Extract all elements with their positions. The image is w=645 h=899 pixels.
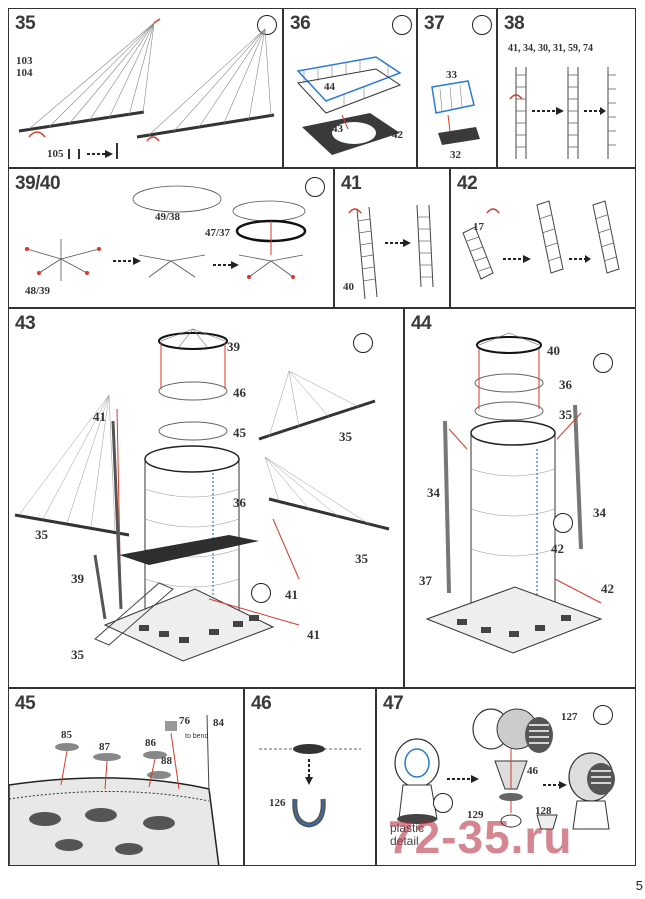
funnel-assembly-drawing [425, 332, 603, 654]
step-35-panel: 35 103 104 105 [8, 8, 283, 168]
step-41-panel: 41 40 [334, 168, 450, 308]
step-number: 46 [251, 693, 272, 714]
part-label: 41, 34, 30, 31, 59, 74 [508, 43, 593, 54]
part-label: 41 [307, 627, 320, 642]
watermark: 72-35.ru [388, 811, 573, 863]
part-label: 34 [427, 485, 440, 500]
platform-railing-drawing [296, 56, 402, 155]
part-label: 37 [419, 573, 432, 588]
mast-rigging-drawing [18, 18, 275, 159]
glue-pen-icon [353, 333, 373, 353]
step-number: 38 [504, 13, 525, 34]
step-number: 39/40 [15, 173, 61, 194]
step-number: 43 [15, 313, 36, 334]
step-42-panel: 42 17 [450, 168, 636, 308]
part-label: 129 [467, 809, 484, 821]
part-label: 103 [16, 55, 33, 67]
step-number: 36 [290, 13, 311, 34]
part-label: 127 [561, 711, 578, 723]
part-label: 40 [547, 343, 560, 358]
part-label: 42 [601, 581, 614, 596]
step-38-panel: 38 [497, 8, 636, 168]
part-label: 36 [559, 377, 572, 392]
part-label: 76 [179, 715, 190, 727]
step-47-panel: 47 [376, 688, 636, 866]
glue-pen-icon [392, 15, 412, 35]
glue-pen-icon [433, 793, 453, 813]
step-45-panel: 45 85 87 86 88 76 84 to bend [8, 688, 244, 866]
step-number: 37 [424, 13, 445, 34]
part-label: 34 [593, 505, 606, 520]
plastic-detail-note: plastic detail [390, 822, 424, 848]
step-number: 42 [457, 173, 478, 194]
step-number: 35 [15, 13, 36, 34]
part-label: 47/37 [205, 227, 231, 239]
ladder-assembly-drawing [509, 67, 616, 159]
funnel-mast-assembly-drawing [14, 328, 390, 662]
note-label: to bend [185, 733, 209, 740]
glue-pen-icon [472, 15, 492, 35]
deck-fittings-drawing [9, 714, 220, 865]
part-label: 44 [324, 81, 335, 93]
part-label: 88 [161, 755, 172, 767]
stair-drawing [462, 200, 620, 280]
step-37-panel: 37 33 32 [417, 8, 497, 168]
part-label: 126 [269, 797, 286, 809]
part-label: 45 [233, 425, 246, 440]
part-label: 33 [446, 69, 457, 81]
step-46-panel: 46 126 [244, 688, 376, 866]
part-label: 35 [35, 527, 48, 542]
part-label: 40 [343, 281, 354, 293]
step-43-panel: 43 [8, 308, 404, 688]
part-label: 32 [450, 149, 461, 161]
part-label: 35 [71, 647, 84, 662]
glue-pen-icon [593, 353, 613, 373]
part-label: 36 [233, 495, 246, 510]
part-label: 35 [339, 429, 352, 444]
note-line: detail [390, 834, 419, 848]
part-label: 35 [355, 551, 368, 566]
part-label: 128 [535, 805, 552, 817]
part-label: 49/38 [155, 211, 181, 223]
part-label: 105 [47, 148, 64, 160]
note-line: plastic [390, 821, 425, 835]
small-railing-drawing [431, 80, 480, 145]
part-label: 39 [71, 571, 84, 586]
yard-and-ring-drawing [25, 185, 307, 281]
glue-pen-icon [553, 513, 573, 533]
ladder-bend-drawing [348, 204, 434, 300]
step-36-panel: 36 44 43 42 [283, 8, 417, 168]
part-label: 35 [559, 407, 572, 422]
part-label: 41 [285, 587, 298, 602]
step-39-40-panel: 39/40 4 [8, 168, 334, 308]
bracket-drawing [259, 744, 361, 828]
step-number: 45 [15, 693, 36, 714]
glue-pen-icon [251, 583, 271, 603]
part-label: 86 [145, 737, 156, 749]
step-number: 41 [341, 173, 362, 194]
part-label: 46 [233, 385, 246, 400]
part-label: 42 [551, 541, 564, 556]
part-label: 41 [93, 409, 106, 424]
part-label: 42 [392, 129, 403, 141]
part-label: 17 [473, 221, 484, 233]
step-44-panel: 44 [404, 308, 636, 688]
page-number: 5 [635, 878, 643, 893]
ventilator-drawing [394, 708, 615, 830]
glue-pen-icon [593, 705, 613, 725]
step-number: 47 [383, 693, 404, 714]
part-label: 39 [227, 339, 240, 354]
part-label: 46 [527, 765, 538, 777]
part-label: 87 [99, 741, 110, 753]
part-label: 104 [16, 67, 33, 79]
part-label: 43 [332, 123, 343, 135]
step-number: 44 [411, 313, 432, 334]
part-label: 84 [213, 717, 224, 729]
glue-pen-icon [257, 15, 277, 35]
part-label: 85 [61, 729, 72, 741]
part-label: 48/39 [25, 285, 51, 297]
glue-pen-icon [305, 177, 325, 197]
